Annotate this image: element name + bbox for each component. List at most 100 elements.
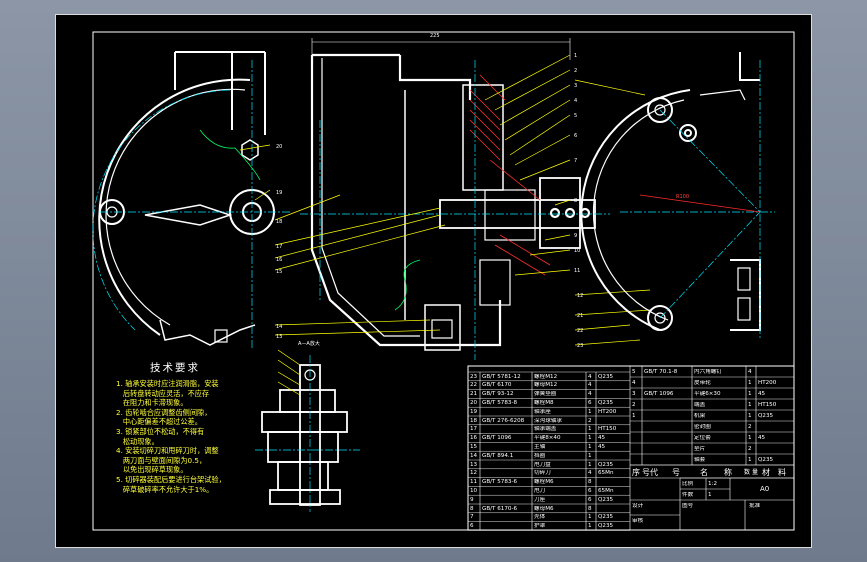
detail-centerlines — [255, 355, 360, 512]
table-cell: 螺栓M12 — [534, 373, 558, 380]
header-name-1: 名 — [700, 468, 710, 477]
table-cell: 深沟球轴承 — [534, 417, 562, 424]
table-cell: 8 — [588, 479, 592, 486]
table-cell: 刀座 — [534, 496, 546, 503]
table-cell: 4 — [748, 368, 752, 375]
table-cell: Q235 — [758, 456, 774, 463]
header-code-1: 代 — [650, 468, 660, 477]
table-cell: 45 — [758, 390, 766, 397]
table-cell: 10 — [470, 488, 478, 494]
table-cell: GB/T 5783-6 — [482, 479, 518, 486]
svg-text:20: 20 — [276, 144, 282, 150]
table-cell: 6 — [588, 488, 592, 494]
right-view — [580, 52, 761, 331]
table-cell: 2 — [632, 401, 636, 408]
radius-label: R100 — [676, 194, 690, 200]
header-code-2: 号 — [672, 468, 682, 477]
table-cell: 16 — [470, 435, 478, 442]
svg-text:13: 13 — [276, 334, 282, 340]
table-cell: 13 — [470, 461, 478, 468]
table-cell: 2 — [748, 445, 752, 452]
table-cell: HT200 — [758, 379, 777, 386]
table-cell: Q235 — [598, 514, 614, 521]
svg-text:6: 6 — [574, 133, 577, 139]
table-cell: 平键8×40 — [534, 435, 561, 442]
table-cell: Q235 — [598, 496, 614, 503]
table-cell: 1 — [588, 408, 592, 415]
table-cell: 6 — [588, 400, 592, 406]
table-cell: GB/T 894.1 — [482, 452, 514, 459]
qty-value: 1 — [708, 492, 712, 498]
svg-text:21: 21 — [577, 313, 583, 319]
table-cell: GB/T 6170 — [482, 382, 512, 389]
svg-text:23: 23 — [577, 343, 583, 349]
table-cell: 密封圈 — [694, 423, 711, 430]
left-break-line — [199, 129, 261, 181]
svg-text:18: 18 — [276, 219, 282, 225]
table-cell: Q235 — [758, 412, 774, 419]
table-cell: GB/T 1096 — [482, 435, 512, 442]
center-section-view — [310, 53, 596, 351]
table-cell: 4 — [632, 379, 636, 386]
svg-text:12: 12 — [577, 293, 583, 299]
table-cell: 1 — [632, 412, 636, 419]
table-cell: Q235 — [598, 461, 614, 468]
table-cell: 1 — [748, 390, 752, 397]
table-cell: 端盖 — [694, 401, 706, 408]
table-cell: 1 — [748, 401, 752, 408]
table-cell: 21 — [470, 391, 478, 398]
table-cell: 螺栓M6 — [534, 479, 554, 486]
table-cell: 皮带轮 — [694, 379, 711, 386]
tech-req-title: 技术要求 — [150, 362, 200, 374]
leader-lines — [239, 54, 651, 346]
table-cell: 4 — [588, 391, 592, 398]
table-cell: 5 — [632, 368, 636, 375]
header-seq: 序号 — [632, 468, 652, 477]
sheet-value: A0 — [760, 486, 770, 492]
check-label: 审核 — [632, 518, 644, 524]
table-cell: 4 — [588, 470, 592, 477]
table-cell: GB/T 6170-6 — [482, 505, 518, 512]
table-cell: 切碎刀 — [534, 470, 551, 477]
table-cell: 65Mn — [598, 470, 614, 477]
design-label: 设计 — [632, 503, 644, 509]
table-cell: GB/T 276-6208 — [482, 417, 525, 424]
tech-req-line: 以免出现碎草现象。 — [116, 465, 188, 475]
tech-req-line: 碎草破碎率不允许大于1%。 — [116, 484, 214, 494]
table-cell: 65Mn — [598, 488, 614, 494]
table-cell: 内六角螺钉 — [694, 368, 722, 375]
table-cell: 壳体 — [534, 514, 546, 521]
tech-req-line: 4. 安装切碎刀和甩碎刀时，调整 — [116, 446, 219, 456]
table-cell: 护罩 — [534, 523, 546, 530]
svg-text:16: 16 — [276, 257, 282, 263]
table-cell: GB/T 93-12 — [482, 391, 514, 398]
table-cell: HT150 — [598, 426, 617, 433]
left-centerlines — [92, 60, 290, 350]
detail-leaders — [277, 349, 301, 396]
table-cell: 45 — [598, 444, 606, 450]
svg-text:11: 11 — [574, 268, 580, 274]
table-cell: 轴承端盖 — [534, 426, 557, 433]
table-cell: 挡圈 — [534, 452, 546, 459]
table-cell: 轴承座 — [534, 408, 551, 415]
table-cell: Q235 — [598, 523, 614, 530]
header-qty: 数量 — [744, 469, 761, 476]
table-cell: 轴套 — [694, 456, 706, 463]
table-cell: 12 — [470, 470, 478, 477]
table-cell: 1 — [588, 514, 592, 521]
table-cell: 7 — [470, 514, 474, 521]
sheet-label: 图号 — [682, 503, 694, 509]
table-cell: 2 — [748, 423, 752, 430]
svg-text:9: 9 — [574, 233, 577, 239]
overall-dimension — [311, 38, 571, 60]
table-cell: GB/T 1096 — [644, 390, 674, 397]
inner-frame — [92, 31, 795, 531]
table-cell: 螺栓M8 — [534, 400, 554, 406]
table-cell: 45 — [758, 434, 766, 441]
table-cell: 1 — [588, 426, 592, 433]
table-cell: 18 — [470, 417, 478, 424]
table-cell: 机架 — [694, 412, 706, 419]
svg-text:1: 1 — [574, 53, 577, 59]
svg-text:7: 7 — [574, 158, 577, 164]
